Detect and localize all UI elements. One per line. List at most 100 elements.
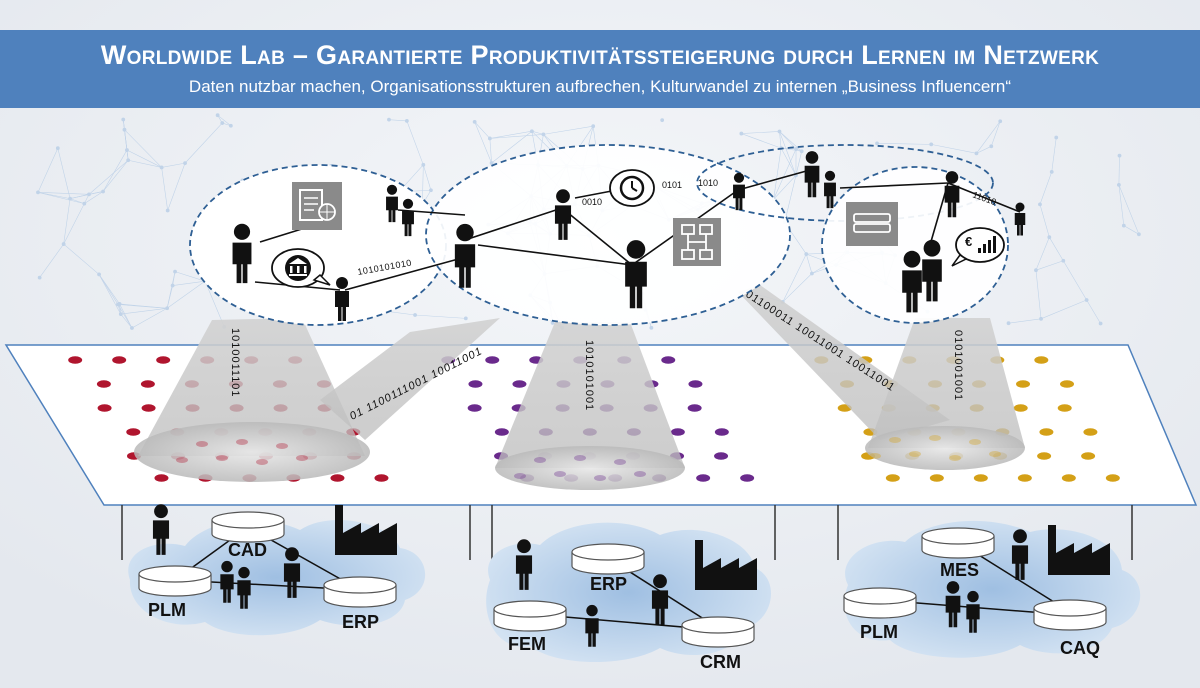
- data-point: [96, 380, 111, 388]
- data-point: [574, 455, 586, 461]
- person-icon: [804, 151, 820, 198]
- data-point: [687, 404, 702, 412]
- data-point: [885, 474, 900, 482]
- data-point: [374, 474, 389, 482]
- database-icon: [571, 543, 645, 575]
- binary-stream-top-4: 1010: [698, 178, 718, 188]
- binary-beam-right-vertical: 0101001001: [952, 330, 964, 401]
- label-mes: MES: [940, 560, 979, 580]
- beam-footprint-right: [865, 426, 1025, 470]
- data-point: [929, 474, 944, 482]
- data-point: [1081, 452, 1096, 460]
- label-cad: CAD: [228, 540, 267, 560]
- bank-icon: [271, 248, 331, 288]
- euro-growth-icon: €: [951, 227, 1005, 267]
- label-caq: CAQ: [1060, 638, 1100, 658]
- data-point: [236, 439, 248, 445]
- data-point: [1037, 452, 1052, 460]
- data-point: [949, 455, 961, 461]
- data-point: [494, 428, 509, 436]
- data-point: [909, 451, 921, 457]
- data-point: [154, 474, 169, 482]
- flowchart-icon: [673, 218, 721, 266]
- page-title: Worldwide Lab – Garantierte Produktivitä…: [100, 40, 1100, 70]
- data-point: [112, 356, 127, 364]
- label-plm-left: PLM: [148, 600, 186, 620]
- euro-symbol: €: [965, 234, 972, 249]
- database-icon: [323, 576, 397, 608]
- data-point: [740, 474, 755, 482]
- data-point: [869, 453, 881, 459]
- data-point: [1039, 428, 1054, 436]
- data-point: [1061, 474, 1076, 482]
- data-point: [140, 380, 155, 388]
- binary-stream-top-3: 0101: [662, 180, 682, 190]
- clock-icon: [609, 169, 655, 207]
- data-beam-left-diagonal: [320, 318, 500, 440]
- factory-icon: [695, 540, 757, 590]
- network-links: [254, 169, 1021, 291]
- data-point: [973, 474, 988, 482]
- data-point: [1060, 380, 1075, 388]
- label-plm-right: PLM: [860, 622, 898, 642]
- data-point: [141, 404, 156, 412]
- data-point: [1057, 404, 1072, 412]
- data-point: [1016, 380, 1031, 388]
- data-point: [670, 428, 685, 436]
- data-point: [989, 451, 1001, 457]
- data-point: [969, 439, 981, 445]
- data-point: [514, 473, 526, 479]
- data-point: [68, 356, 83, 364]
- plane-supports: [121, 505, 1133, 560]
- label-erp-left: ERP: [342, 612, 379, 632]
- data-point: [714, 452, 729, 460]
- binary-beam-left-vertical: 1010011101: [229, 328, 241, 398]
- data-point: [714, 428, 729, 436]
- data-point: [512, 380, 527, 388]
- data-point: [594, 475, 606, 481]
- data-point: [661, 356, 676, 364]
- database-icon: [1033, 599, 1107, 631]
- data-point: [688, 380, 703, 388]
- data-point: [485, 356, 500, 364]
- data-point: [889, 437, 901, 443]
- data-point: [276, 443, 288, 449]
- data-point: [614, 459, 626, 465]
- database-icon: [921, 527, 995, 559]
- beam-footprint-middle: [495, 446, 685, 490]
- data-beam-right: [868, 318, 1025, 448]
- data-point: [196, 441, 208, 447]
- data-point: [634, 471, 646, 477]
- database-icon: [138, 565, 212, 597]
- document-globe-icon: [292, 182, 342, 230]
- factory-icon: [335, 505, 397, 555]
- data-point: [1017, 474, 1032, 482]
- data-point: [1083, 428, 1098, 436]
- data-point: [534, 457, 546, 463]
- label-erp-middle: ERP: [590, 574, 627, 594]
- database-icon: [493, 600, 567, 632]
- title-banner: Worldwide Lab – Garantierte Produktivitä…: [0, 30, 1200, 108]
- data-point: [176, 457, 188, 463]
- page-subtitle: Daten nutzbar machen, Organisationsstruk…: [188, 77, 1012, 96]
- beam-footprint-left: [134, 422, 370, 482]
- data-point: [929, 435, 941, 441]
- database-icon: [211, 511, 285, 543]
- factory-icons: [335, 505, 1110, 590]
- person-icon: [824, 170, 836, 209]
- data-point: [330, 474, 345, 482]
- data-point: [216, 455, 228, 461]
- binary-beam-middle-vertical: 1010101001: [583, 340, 595, 411]
- data-point: [467, 404, 482, 412]
- data-point: [97, 404, 112, 412]
- system-labels: CAD PLM ERP ERP FEM CRM MES PLM CAQ: [148, 540, 1100, 672]
- database-icon: [843, 587, 917, 619]
- data-beam-left: [138, 318, 365, 456]
- label-crm: CRM: [700, 652, 741, 672]
- data-point: [468, 380, 483, 388]
- money-stack-icon: [846, 202, 898, 246]
- data-point: [296, 455, 308, 461]
- data-point: [126, 428, 141, 436]
- data-point: [156, 356, 171, 364]
